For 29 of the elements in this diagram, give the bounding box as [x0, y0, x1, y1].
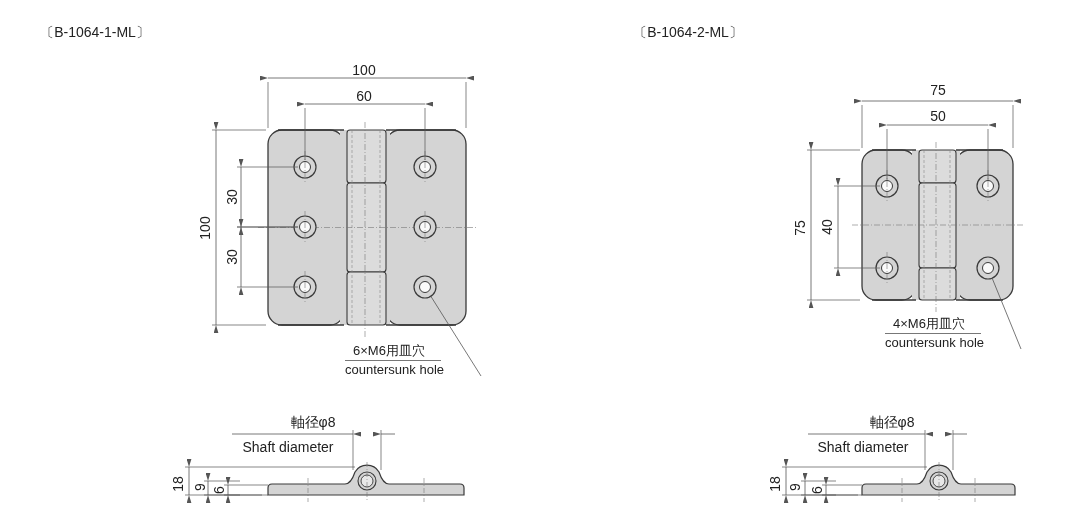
dimension-label: Shaft diameter — [242, 440, 334, 454]
dimension-label: 100 — [352, 63, 376, 77]
dimension-label: 6 — [212, 486, 226, 494]
dimension-label: 60 — [356, 89, 372, 103]
dimension-label: 100 — [198, 216, 212, 240]
note-text: 6×M6用皿穴 — [345, 342, 441, 361]
dimension-label: 18 — [768, 476, 782, 492]
dimension-label: 軸径φ8 — [290, 415, 336, 429]
dimension-label: 〔B-1064-2-ML〕 — [633, 25, 743, 39]
dimension-label: 30 — [225, 249, 239, 265]
dimension-label: 50 — [930, 109, 946, 123]
dimension-label: 〔B-1064-1-ML〕 — [40, 25, 150, 39]
countersunk-hole — [413, 275, 437, 299]
dimension-label: 30 — [225, 189, 239, 205]
dimension-label: 18 — [171, 476, 185, 492]
countersunk-hole — [976, 256, 1000, 280]
note-text: 4×M6用皿穴 — [885, 315, 981, 334]
dimension-label: 9 — [788, 483, 802, 491]
leader-line — [430, 295, 482, 377]
dimension-label: 6 — [810, 486, 824, 494]
leader-line — [991, 277, 1022, 350]
dimension-label: 75 — [793, 220, 807, 236]
note-text: countersunk hole — [345, 361, 444, 379]
dimension-label: 9 — [193, 483, 207, 491]
note-text: countersunk hole — [885, 334, 984, 352]
dimension-label: 75 — [930, 83, 946, 97]
dimension-label: 軸径φ8 — [869, 415, 915, 429]
dimension-label: Shaft diameter — [817, 440, 909, 454]
dimension-label: 40 — [820, 219, 834, 235]
